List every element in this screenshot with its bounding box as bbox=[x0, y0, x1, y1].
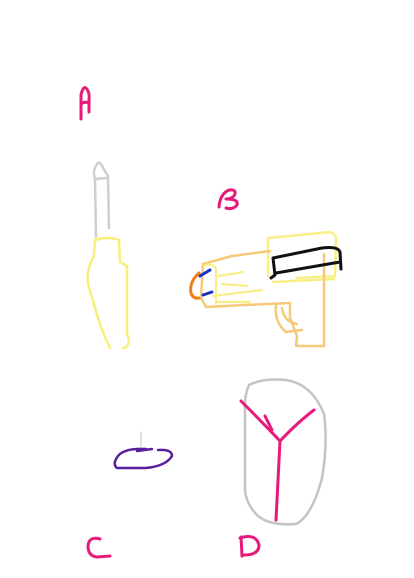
ring-drawing bbox=[113, 431, 174, 470]
label-c: C bbox=[86, 536, 112, 559]
gun-body bbox=[199, 249, 326, 348]
shield-drawing bbox=[239, 378, 327, 526]
label-b-glyph bbox=[217, 188, 239, 211]
knife-handle bbox=[86, 236, 131, 350]
label-d: D bbox=[238, 535, 261, 558]
knife-drawing bbox=[86, 161, 131, 350]
knife-blade bbox=[92, 161, 111, 239]
gun-drawing bbox=[189, 230, 343, 348]
label-a: A bbox=[79, 86, 91, 121]
label-d-glyph bbox=[238, 535, 261, 558]
label-a-glyph bbox=[79, 86, 91, 121]
gun-trigger bbox=[274, 303, 304, 334]
shield-outline bbox=[243, 378, 327, 526]
ring-band bbox=[113, 447, 174, 470]
label-b: B bbox=[217, 188, 239, 211]
gun-muzzle-blue bbox=[198, 268, 214, 297]
gun-body-inner bbox=[202, 263, 264, 306]
shield-mark bbox=[239, 399, 316, 522]
gun-scope bbox=[269, 246, 343, 280]
label-c-glyph bbox=[86, 536, 112, 559]
gun-muzzle-orange bbox=[189, 271, 201, 300]
